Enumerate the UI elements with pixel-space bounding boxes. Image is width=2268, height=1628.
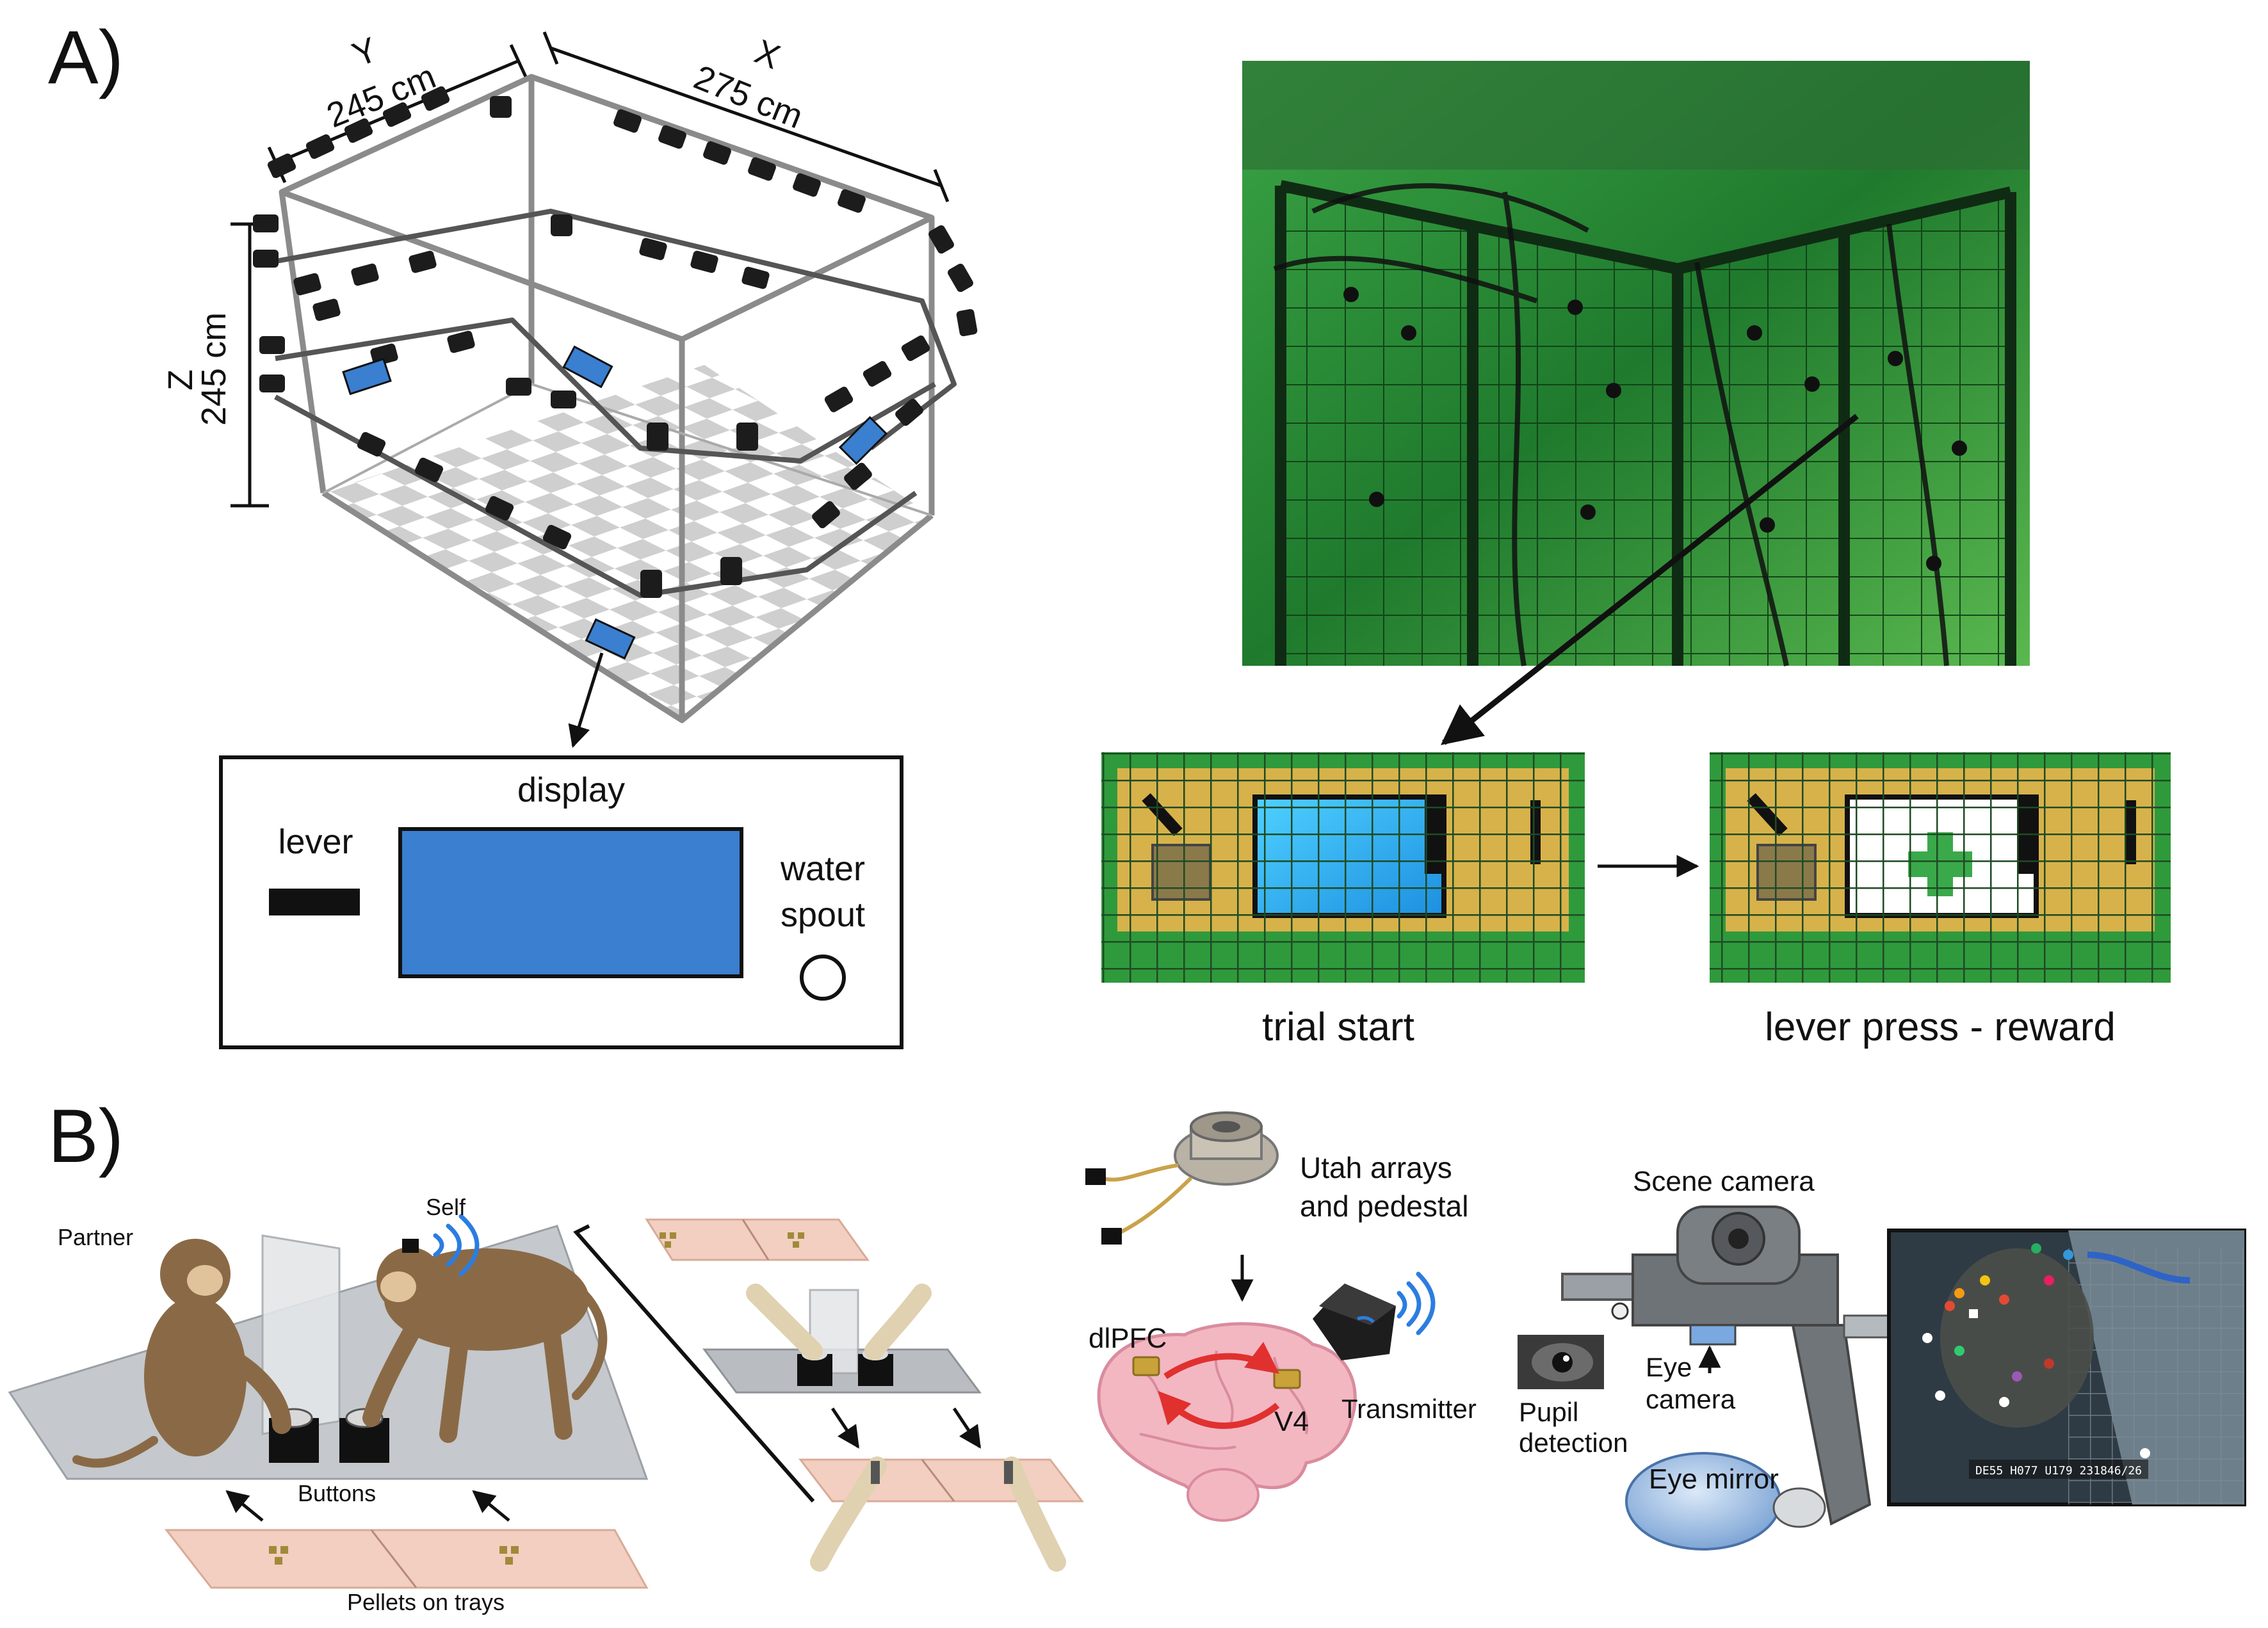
- v4-array: [1273, 1369, 1301, 1389]
- scene-video-frame: DE55 H077 U179 231846/26: [1887, 1229, 2246, 1506]
- zoom-arrow-station: [568, 652, 604, 748]
- arrow-to-right-button: [472, 1490, 510, 1522]
- eye-tracker: [1561, 1205, 1922, 1551]
- dlpfc-array: [1132, 1356, 1160, 1376]
- dlpfc-label: dlPFC: [1089, 1323, 1167, 1354]
- utah-arrays-label-2: and pedestal: [1300, 1189, 1468, 1223]
- dimension-z-axis: Z: [161, 369, 200, 391]
- zoom-tray-top: [645, 1218, 870, 1261]
- enclosure-photo: [1242, 61, 2030, 666]
- eye-camera-label-2: camera: [1646, 1384, 1736, 1414]
- station-water-spout: [800, 955, 846, 1001]
- zoom-bracket: [573, 1224, 815, 1503]
- zoom-tray-bottom: [798, 1458, 1085, 1503]
- caption-lever-press-reward: lever press - reward: [1765, 1005, 2116, 1049]
- utah-arrays-label-1: Utah arrays: [1300, 1151, 1452, 1184]
- eye-camera-label-1: Eye: [1646, 1352, 1692, 1382]
- eye-mirror-label: Eye mirror: [1649, 1463, 1779, 1495]
- pellets: [269, 1546, 519, 1565]
- station-display-label: display: [517, 771, 625, 809]
- trial-start-photo: [1101, 752, 1585, 983]
- station-water-label-2: spout: [781, 896, 865, 934]
- dimension-x-axis: X: [750, 32, 786, 76]
- transmitter: [1313, 1271, 1436, 1360]
- zoom-arrow-photo: [1441, 414, 1859, 745]
- video-timestamp: DE55 H077 U179 231846/26: [1975, 1464, 2142, 1478]
- pellets-label: Pellets on trays: [347, 1589, 505, 1615]
- pupil-detection-image: [1518, 1335, 1604, 1389]
- station-display-screen: [398, 827, 743, 978]
- pellet-trays: [164, 1529, 649, 1589]
- self-label: Self: [426, 1194, 466, 1220]
- arrow-to-left-button: [225, 1490, 264, 1522]
- lever-press-reward-photo: [1710, 752, 2171, 983]
- dimension-z-value: 245 cm: [195, 312, 233, 426]
- panel-a-label: A): [48, 15, 124, 100]
- partner-label: Partner: [58, 1224, 133, 1250]
- buttons-label: Buttons: [298, 1480, 376, 1506]
- transmitter-label: Transmitter: [1341, 1394, 1477, 1424]
- dimension-x-value: 275 cm: [689, 58, 809, 136]
- caption-trial-start: trial start: [1262, 1005, 1414, 1049]
- self-monkey: [362, 1214, 608, 1443]
- rig-cameras: [253, 86, 978, 598]
- scene-camera-label: Scene camera: [1633, 1166, 1815, 1197]
- dimension-x: [542, 31, 950, 202]
- station-lever-label: lever: [278, 823, 353, 861]
- dimension-y-axis: Y: [347, 30, 383, 74]
- pupil-detection-label-2: detection: [1519, 1428, 1628, 1458]
- floor-checkerboard: [323, 365, 932, 720]
- v4-label: V4: [1274, 1406, 1309, 1437]
- panel-b-label: B): [48, 1094, 124, 1179]
- eye-camera: [1689, 1324, 1737, 1346]
- brain: [1097, 1322, 1357, 1522]
- pupil-detection-label-1: Pupil: [1519, 1397, 1578, 1427]
- station-water-label-1: water: [780, 850, 865, 888]
- rig-displays: [342, 345, 888, 660]
- utah-array-pedestal: [1085, 1111, 1279, 1245]
- partner-monkey: [72, 1239, 291, 1468]
- station-lever: [269, 889, 360, 915]
